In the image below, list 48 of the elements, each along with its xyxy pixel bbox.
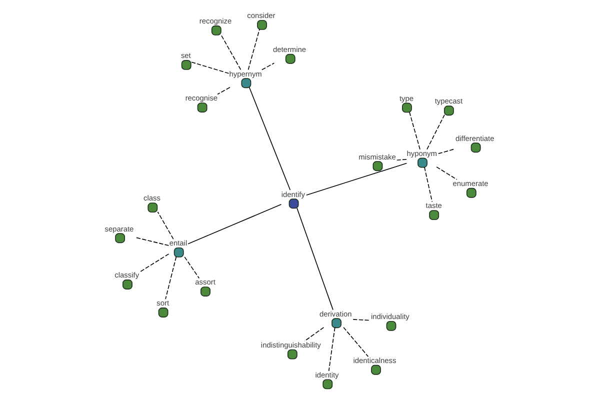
node-label: assort — [195, 278, 216, 287]
connector — [248, 86, 291, 190]
node-label: recognise — [185, 94, 218, 103]
connector — [184, 256, 200, 279]
node-label: entail — [169, 238, 188, 248]
node-label: hyponym — [406, 148, 437, 158]
node-label: recognize — [199, 16, 232, 26]
node-label: class — [144, 194, 160, 203]
connector — [191, 62, 230, 74]
connector — [409, 112, 420, 150]
connector — [248, 28, 260, 70]
connector — [261, 62, 275, 70]
node-label: set — [180, 51, 191, 60]
node-label: identicalness — [353, 356, 396, 365]
connector — [343, 326, 369, 357]
node-label: identity — [315, 370, 339, 380]
node-label: derivation — [320, 309, 352, 318]
node-label: mismistake — [358, 152, 396, 162]
node-label: indistinguishability — [260, 340, 321, 350]
connector — [296, 208, 334, 310]
connector — [436, 166, 458, 180]
node-label: differentiate — [456, 134, 494, 143]
connector — [188, 204, 282, 244]
node-label: individuality — [370, 312, 410, 322]
node-label: taste — [426, 201, 442, 210]
node-label: determine — [272, 44, 306, 54]
connector — [438, 148, 456, 154]
node-label: hypernym — [229, 69, 262, 78]
connector — [424, 166, 433, 202]
node-label: enumerate — [452, 179, 488, 188]
connector — [140, 254, 170, 272]
connector — [220, 34, 242, 70]
connector — [426, 114, 445, 150]
connector — [157, 211, 174, 240]
node-label: type — [400, 94, 414, 103]
connector — [352, 319, 371, 321]
connector — [134, 236, 170, 246]
connector — [396, 158, 407, 161]
node-label: classify — [114, 270, 140, 280]
node-label: separate — [104, 224, 134, 234]
connector — [165, 256, 177, 300]
node-label: sort — [156, 298, 170, 308]
connector — [328, 326, 336, 372]
node-label: consider — [247, 11, 276, 20]
connector — [217, 86, 230, 95]
connector — [304, 327, 324, 342]
node-label: typecast — [434, 96, 463, 106]
node-label: identify — [281, 190, 305, 199]
